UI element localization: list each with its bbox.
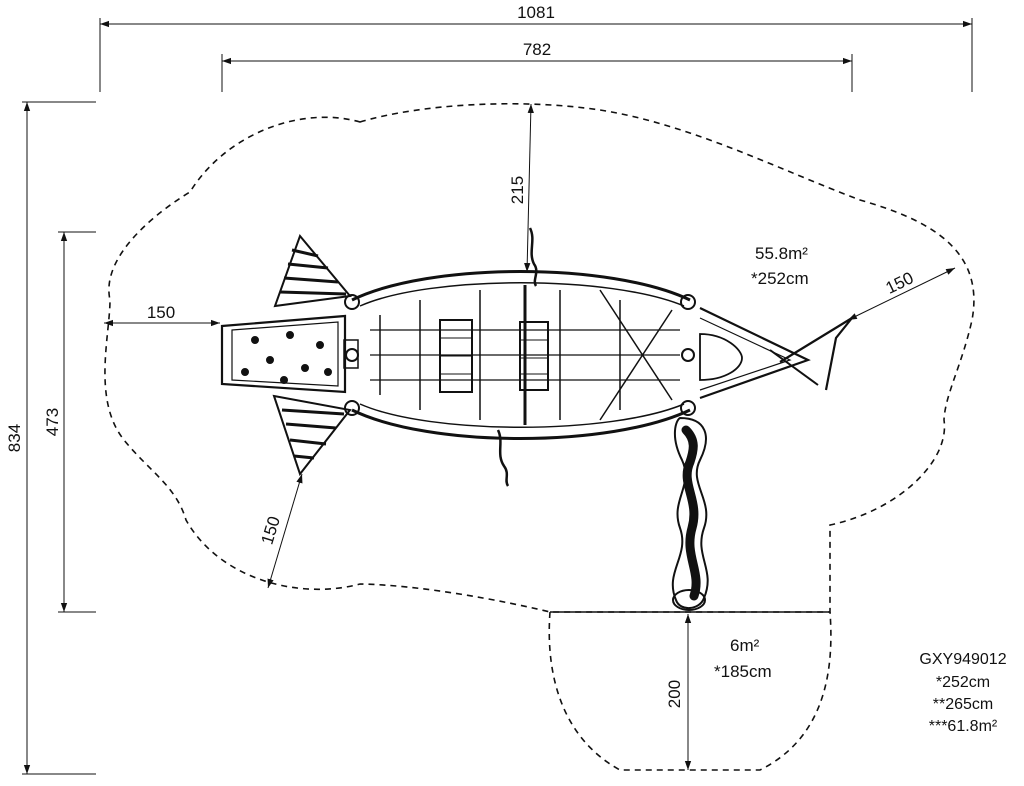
model-line-2: **265cm <box>933 696 993 713</box>
model-line-3: ***61.8m² <box>929 718 998 735</box>
dim-lower-left-clearance <box>267 473 303 589</box>
tube-slide <box>671 416 709 611</box>
label-equipment-width: 782 <box>523 40 551 59</box>
model-code: GXY949012 <box>919 651 1006 668</box>
main-zone-area: 55.8m² <box>755 244 808 263</box>
climbing-wall <box>220 314 359 394</box>
lower-fin-net <box>272 394 352 477</box>
label-left-clearance: 150 <box>147 303 175 322</box>
label-overall-width: 1081 <box>517 3 555 22</box>
label-overall-height: 834 <box>5 424 24 452</box>
model-line-1: *252cm <box>936 674 990 691</box>
shark-play-structure <box>220 227 853 611</box>
upper-fin-net <box>273 234 352 308</box>
label-slide-clearance: 200 <box>665 680 684 708</box>
dim-top-clearance <box>524 103 534 273</box>
slide-zone-fall-height: *185cm <box>714 662 772 681</box>
label-right-clearance: 150 <box>883 268 917 298</box>
dim-right-clearance <box>847 267 956 321</box>
hanging-chains <box>496 227 538 487</box>
safety-zone-outline <box>104 102 975 613</box>
label-top-clearance: 215 <box>508 176 527 204</box>
hull-frame <box>344 270 696 440</box>
slide-zone-outline <box>548 611 832 771</box>
label-equipment-height: 473 <box>43 408 62 436</box>
shark-head <box>699 307 853 400</box>
slide-zone-area: 6m² <box>730 636 760 655</box>
main-zone-fall-height: *252cm <box>751 269 809 288</box>
label-lower-left-clearance: 150 <box>258 514 284 547</box>
